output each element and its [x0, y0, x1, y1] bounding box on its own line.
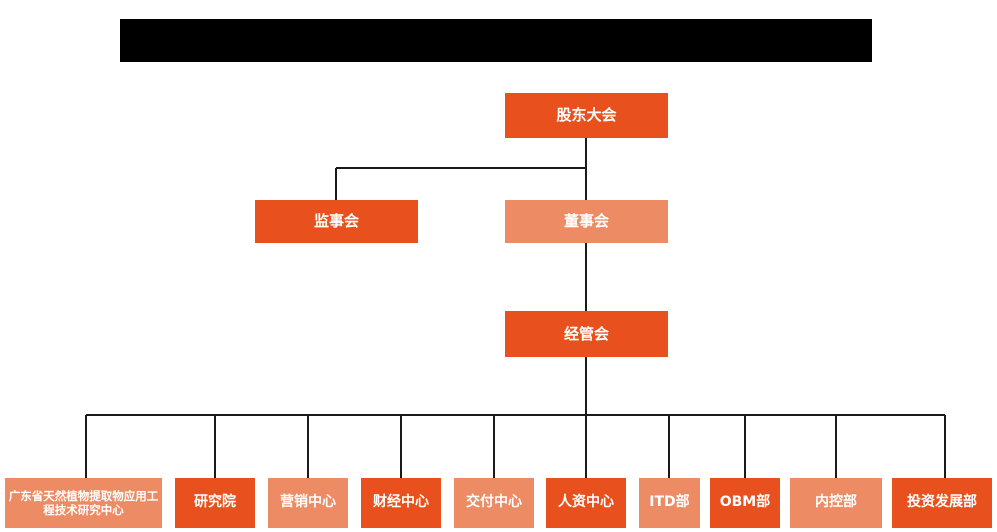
node-dept-investment-development[interactable]: 投资发展部	[892, 478, 992, 528]
title-banner	[120, 19, 872, 62]
node-dept-itd[interactable]: ITD部	[639, 478, 700, 528]
node-management-committee[interactable]: 经管会	[505, 311, 668, 357]
node-dept-delivery-center[interactable]: 交付中心	[454, 478, 534, 528]
node-dept-marketing-center[interactable]: 营销中心	[268, 478, 348, 528]
node-dept-hr-center[interactable]: 人资中心	[546, 478, 626, 528]
node-dept-obm[interactable]: OBM部	[710, 478, 780, 528]
node-shareholders-meeting[interactable]: 股东大会	[505, 93, 668, 138]
node-dept-internal-control[interactable]: 内控部	[790, 478, 882, 528]
node-board-of-directors[interactable]: 董事会	[505, 200, 668, 243]
node-board-of-supervisors[interactable]: 监事会	[255, 200, 418, 243]
node-dept-finance-center[interactable]: 财经中心	[361, 478, 441, 528]
node-dept-research-institute[interactable]: 研究院	[175, 478, 255, 528]
node-dept-guangdong-research-center[interactable]: 广东省天然植物提取物应用工程技术研究中心	[5, 478, 162, 528]
